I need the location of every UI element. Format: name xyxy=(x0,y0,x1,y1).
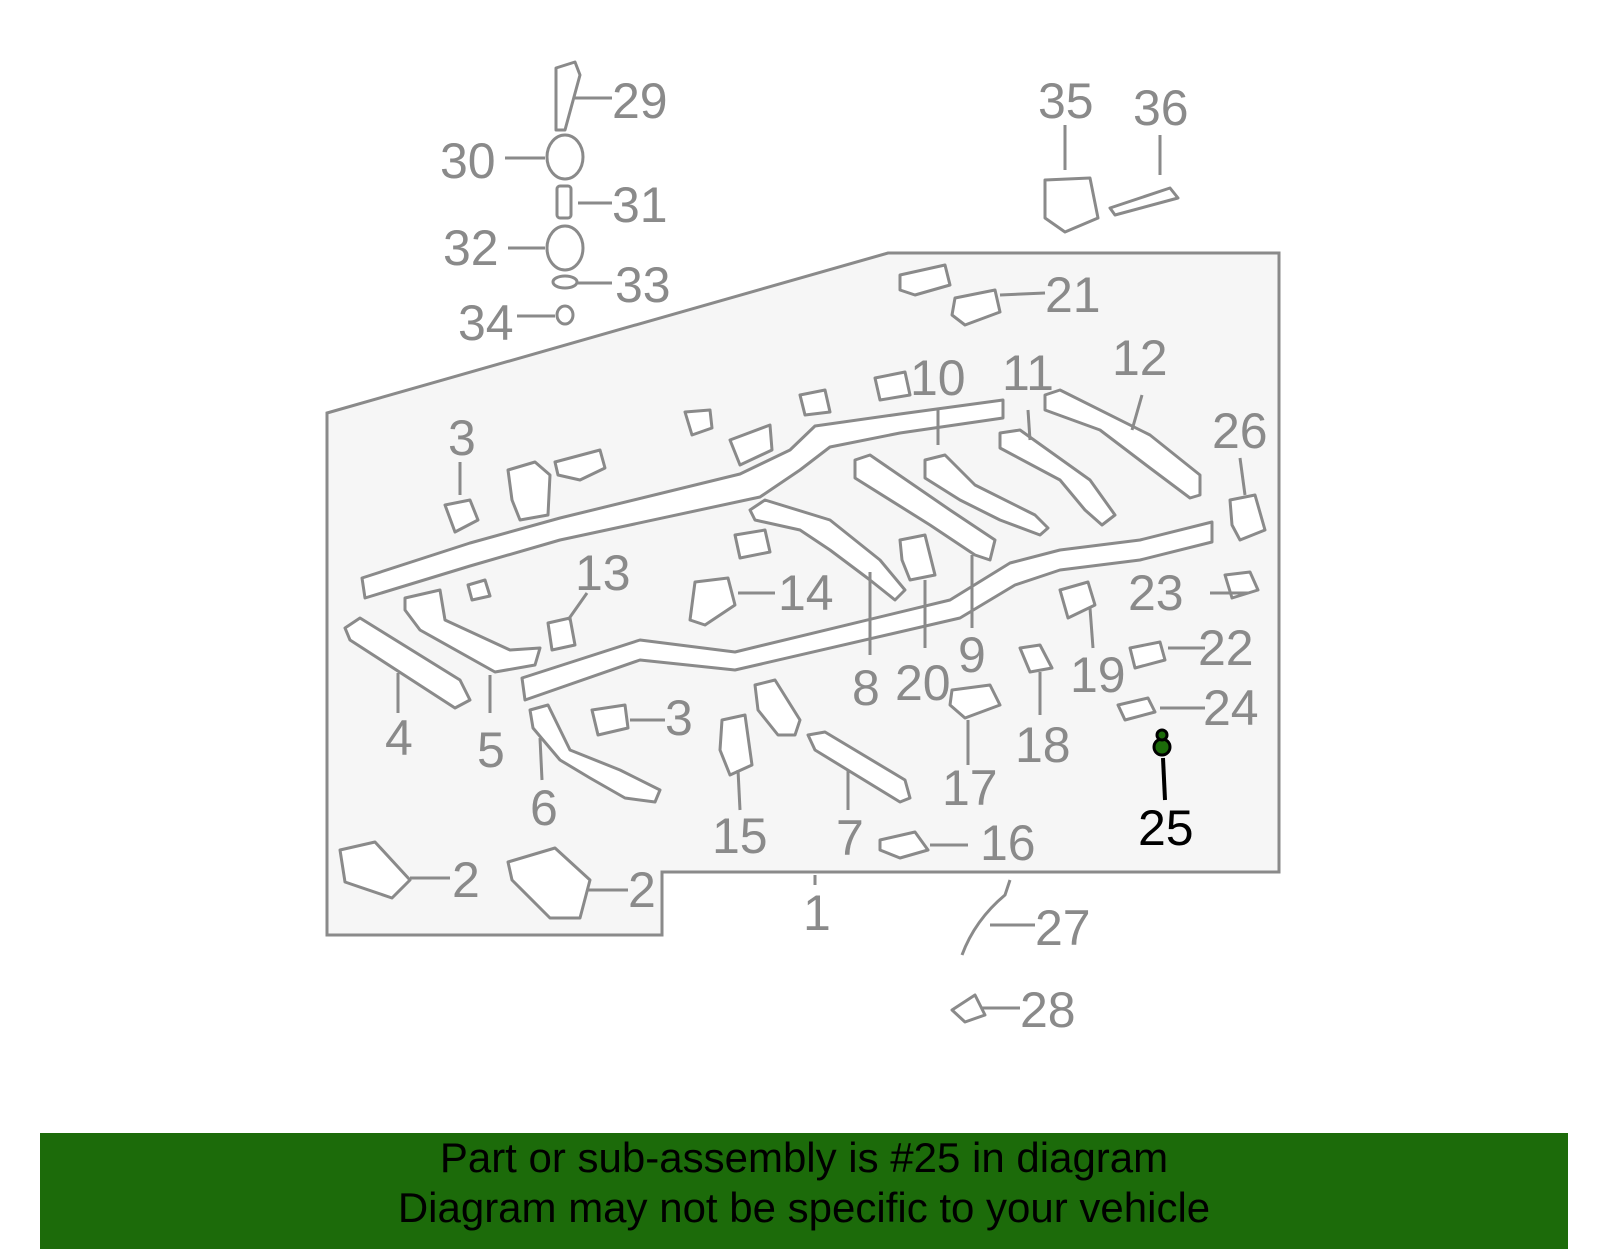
label-18: 18 xyxy=(1015,717,1071,773)
label-25: 25 xyxy=(1138,800,1194,856)
label-34: 34 xyxy=(458,295,514,351)
banner-line-1: Part or sub-assembly is #25 in diagram xyxy=(439,1134,1169,1181)
label-22: 22 xyxy=(1198,620,1254,676)
label-19: 19 xyxy=(1070,647,1126,703)
label-32: 32 xyxy=(443,220,499,276)
label-20: 20 xyxy=(895,655,951,711)
label-30: 30 xyxy=(440,133,496,189)
parts-diagram: 1 2 2 3 3 4 5 6 7 8 9 10 11 12 13 14 15 … xyxy=(325,60,1281,1038)
part-labels: 1 2 2 3 3 4 5 6 7 8 9 10 11 12 13 14 15 … xyxy=(385,73,1268,1038)
label-12: 12 xyxy=(1112,330,1168,386)
label-29: 29 xyxy=(612,73,668,129)
label-27: 27 xyxy=(1035,900,1091,956)
label-31: 31 xyxy=(612,177,668,233)
label-28: 28 xyxy=(1020,982,1076,1038)
label-7: 7 xyxy=(836,810,864,866)
label-33: 33 xyxy=(615,257,671,313)
label-4: 4 xyxy=(385,710,413,766)
label-36: 36 xyxy=(1133,80,1189,136)
label-2b: 2 xyxy=(628,862,656,918)
label-21: 21 xyxy=(1045,267,1101,323)
label-35: 35 xyxy=(1038,73,1094,129)
label-14: 14 xyxy=(778,565,834,621)
label-1: 1 xyxy=(803,885,831,941)
leader-lines xyxy=(396,96,1248,1010)
label-8: 8 xyxy=(852,660,880,716)
info-banner: Part or sub-assembly is #25 in diagram D… xyxy=(40,1133,1568,1249)
label-23: 23 xyxy=(1128,565,1184,621)
label-16: 16 xyxy=(980,815,1036,871)
small-parts xyxy=(338,60,1267,1024)
label-3b: 3 xyxy=(665,690,693,746)
label-10: 10 xyxy=(910,350,966,406)
label-24: 24 xyxy=(1203,680,1259,736)
label-2a: 2 xyxy=(452,852,480,908)
label-6: 6 xyxy=(530,780,558,836)
label-17: 17 xyxy=(942,760,998,816)
label-13: 13 xyxy=(575,545,631,601)
label-3a: 3 xyxy=(448,410,476,466)
label-11: 11 xyxy=(1002,345,1054,401)
frame-rails xyxy=(343,388,1214,804)
banner-line-2: Diagram may not be specific to your vehi… xyxy=(397,1184,1211,1231)
part-25-clip[interactable] xyxy=(1152,728,1172,757)
label-15: 15 xyxy=(712,808,768,864)
label-26: 26 xyxy=(1212,403,1268,459)
label-9: 9 xyxy=(958,627,986,683)
label-5: 5 xyxy=(477,722,505,778)
